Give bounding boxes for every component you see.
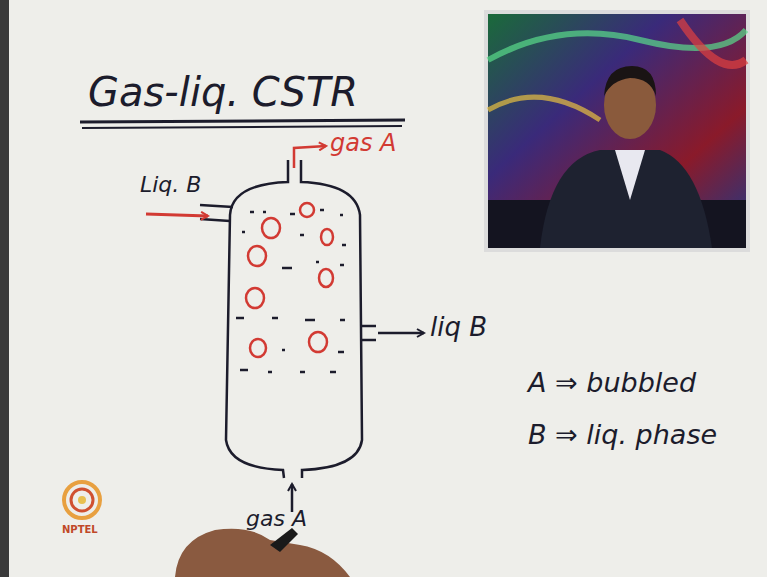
outlet-label: liq B: [430, 313, 487, 342]
title-underline: [82, 126, 402, 128]
reactor-vessel: [200, 160, 376, 478]
gas-outlet-arrow: [294, 146, 326, 168]
presenter-hand: [175, 528, 350, 577]
inlet-label: gas A: [246, 507, 307, 531]
logo-text: NPTEL: [62, 524, 98, 535]
gas-bubbles: [246, 203, 333, 357]
nptel-logo: [64, 482, 100, 518]
inlet-label: Liq. B: [140, 173, 201, 197]
diagram-title: Gas-liq. CSTR: [88, 70, 358, 114]
title-underline: [80, 120, 405, 122]
video-inset: [484, 10, 750, 252]
liquid-outlet-arrow: [378, 332, 424, 335]
legend-note: A ⇒ bubbled: [528, 368, 696, 398]
liquid-marks: [236, 210, 346, 372]
liquid-inlet-arrow: [146, 214, 208, 216]
outlet-label: gas A: [330, 130, 397, 156]
legend-note: B ⇒ liq. phase: [528, 420, 717, 450]
board-edge: [0, 0, 9, 577]
